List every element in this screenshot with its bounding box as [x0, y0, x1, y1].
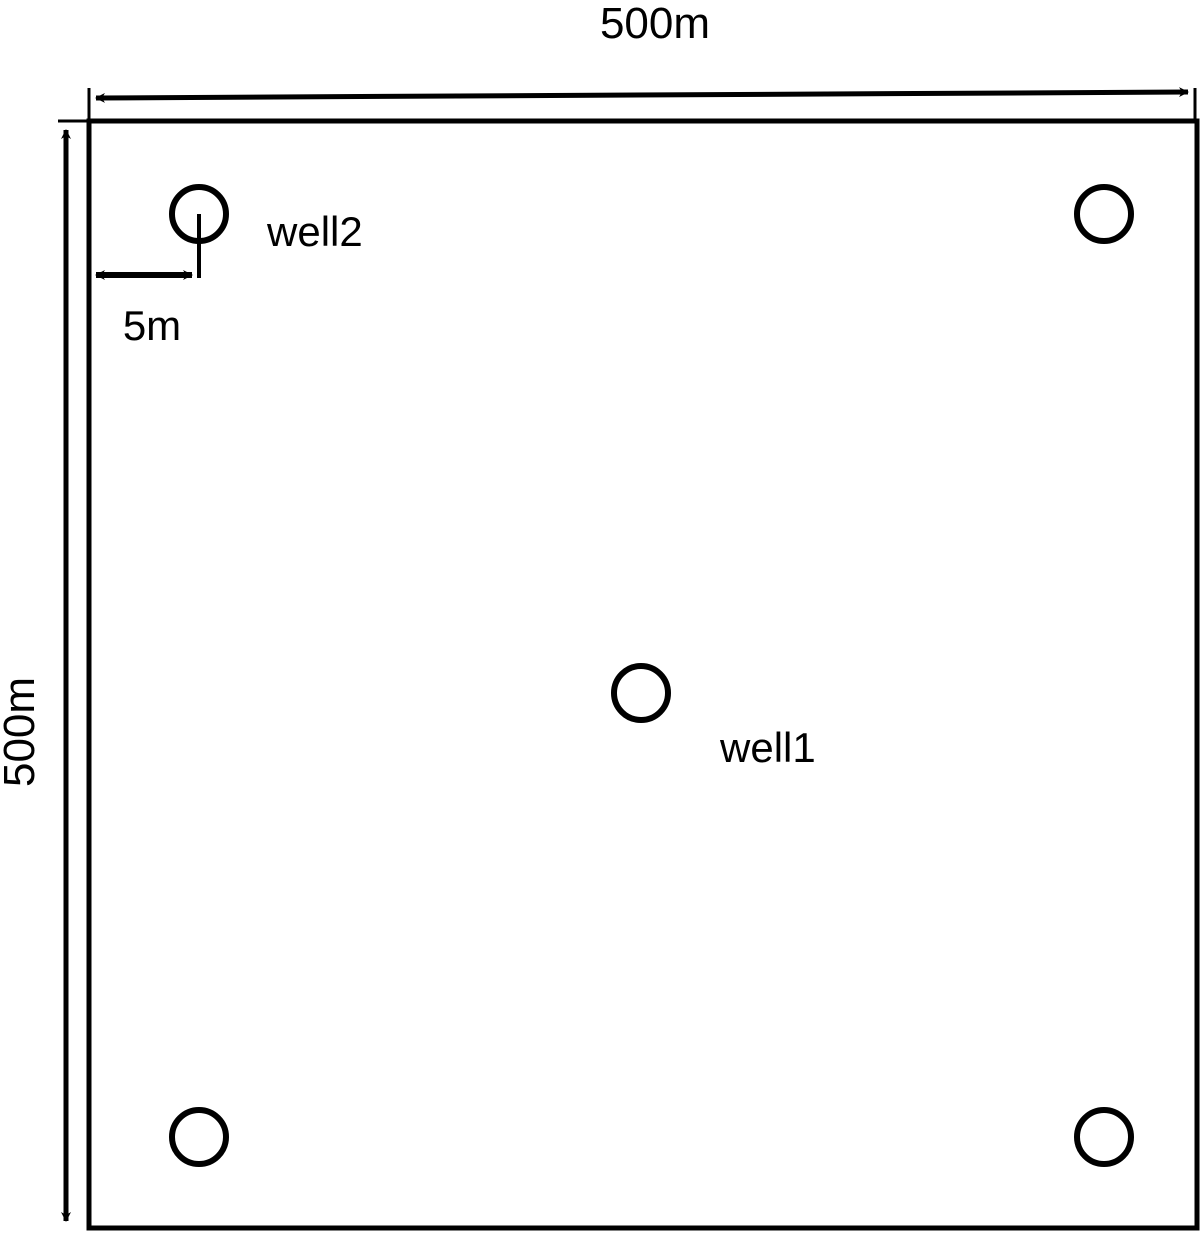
well1-marker — [611, 663, 671, 723]
well-top-right-marker — [1074, 184, 1134, 244]
field-boundary — [86, 118, 1200, 1231]
well1-label: well1 — [719, 724, 816, 771]
top-dimension-label: 500m — [600, 0, 710, 48]
well-bottom-left-marker — [169, 1107, 229, 1167]
left-dimension-label: 500m — [0, 677, 44, 787]
offset-dimension: 5m — [95, 214, 201, 349]
well2-marker — [169, 184, 229, 244]
well-bottom-right-marker — [1074, 1107, 1134, 1167]
top-dimension-arrow — [95, 87, 1189, 103]
offset-dimension-label: 5m — [123, 302, 181, 349]
left-dimension: 500m — [0, 119, 89, 1222]
top-dimension: 500m — [87, 0, 1197, 121]
well2-label: well2 — [266, 208, 363, 255]
